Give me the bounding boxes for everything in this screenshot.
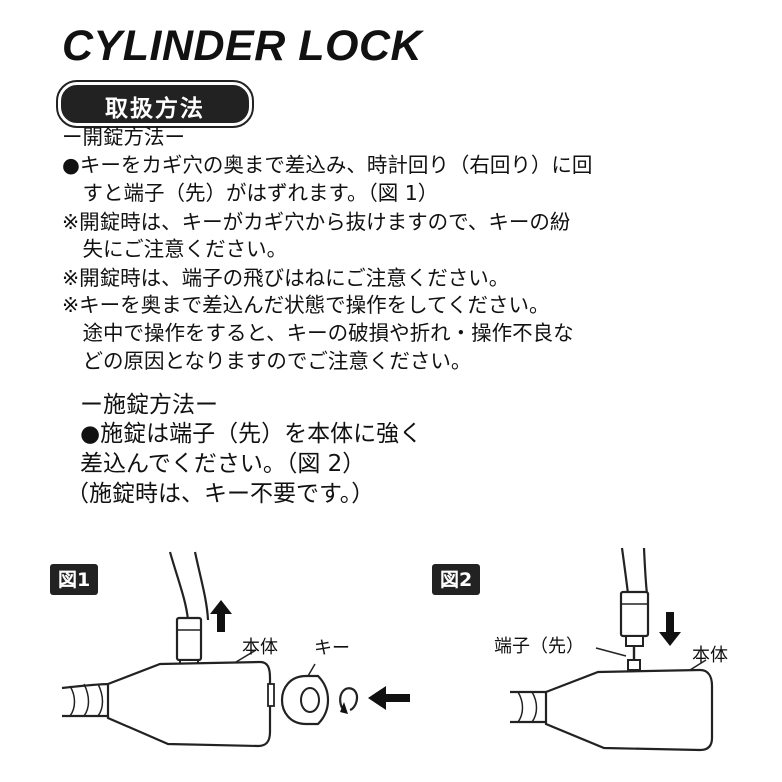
figure2-terminal-label: 端子（先） — [494, 636, 584, 657]
figure2-body-label: 本体 — [692, 645, 728, 666]
figure1-drawing — [61, 551, 410, 748]
unlock-line-1: ●キーをカギ穴の奥まで差込み、時計回り（右回り）に回 — [62, 153, 593, 177]
section-badge: 取扱方法 — [56, 80, 254, 128]
unlock-line-5: ※開錠時は、端子の飛びはねにご注意ください。 — [62, 266, 510, 290]
unlock-line-3: ※開錠時は、キーがカギ穴から抜けますので、キーの紛 — [62, 210, 571, 234]
unlock-line-2: すと端子（先）がはずれます。（図 1） — [62, 181, 439, 205]
figure1-label: 図1 — [50, 564, 99, 595]
section-badge-label: 取扱方法 — [105, 96, 205, 122]
unlock-line-7: 途中で操作をすると、キーの破損や折れ・操作不良な — [62, 321, 574, 345]
page-title: CYLINDER LOCK — [62, 22, 423, 70]
unlock-line-4: 失にご注意ください。 — [62, 237, 288, 261]
unlock-line-8: どの原因となりますのでご注意ください。 — [62, 349, 472, 373]
unlock-line-6: ※キーを奥まで差込んだ状態で操作をしてください。 — [62, 293, 550, 317]
figure1-body-label: 本体 — [242, 637, 278, 658]
lock-line-1: ●施錠は端子（先）を本体に強く — [80, 421, 423, 447]
lock-line-2: 差込んでください。（図 2） — [80, 451, 366, 477]
figure2-drawing — [510, 547, 714, 752]
figure2-label: 図2 — [432, 564, 481, 595]
unlock-heading: ー開錠方法ー — [62, 125, 185, 149]
figure1-key-label: キー — [314, 638, 350, 659]
lock-heading: ー施錠方法ー — [80, 392, 218, 418]
lock-line-3: （施錠時は、キー不要です。） — [66, 481, 375, 507]
